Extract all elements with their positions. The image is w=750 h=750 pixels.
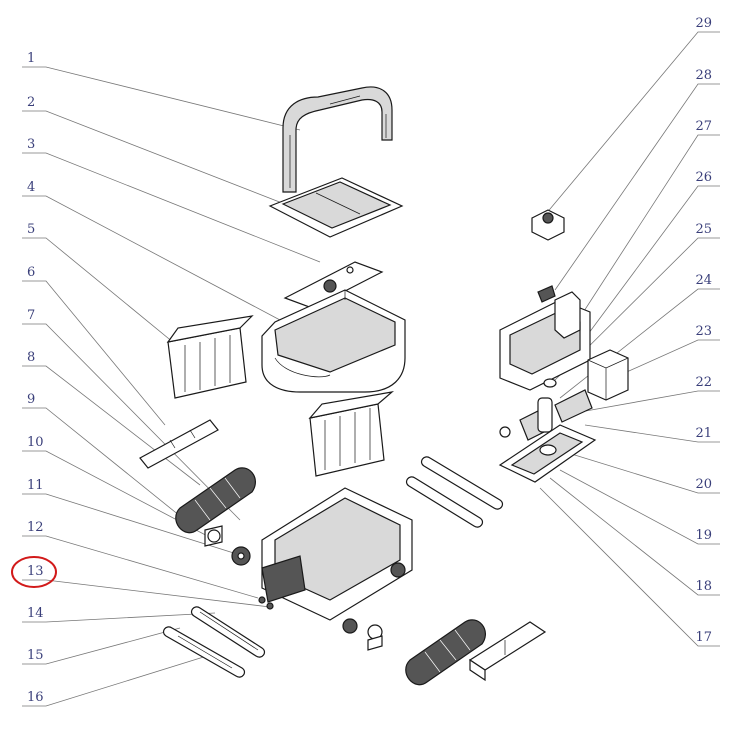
part-number-label: 13 bbox=[27, 564, 44, 579]
part-number-label: 8 bbox=[27, 350, 35, 365]
part-number-label: 3 bbox=[27, 137, 35, 152]
part-number-label: 16 bbox=[27, 690, 44, 705]
part-number-label: 1 bbox=[27, 51, 35, 66]
part-axle-left bbox=[204, 525, 223, 547]
part-number-label: 6 bbox=[27, 265, 35, 280]
part-number-label: 23 bbox=[695, 324, 712, 339]
part-deflector bbox=[139, 419, 219, 469]
part-body-shell bbox=[261, 289, 406, 393]
part-clip bbox=[537, 285, 556, 303]
part-number-label: 26 bbox=[695, 170, 712, 185]
part-electronics-box bbox=[587, 349, 629, 401]
part-motor-housing bbox=[499, 291, 591, 391]
leader-lines-left bbox=[22, 66, 321, 707]
part-number-labels-right: 29 28 27 26 25 24 23 22 21 20 19 18 17 bbox=[695, 16, 712, 645]
part-gear-left bbox=[231, 546, 251, 566]
part-axle-right bbox=[367, 624, 383, 651]
part-screw-pair bbox=[258, 596, 274, 610]
part-side-frame-left bbox=[162, 626, 246, 678]
part-number-label: 4 bbox=[27, 180, 35, 195]
part-chassis bbox=[261, 487, 413, 634]
part-top-cover bbox=[268, 177, 404, 238]
part-number-label: 20 bbox=[695, 477, 712, 492]
part-o-ring bbox=[543, 378, 557, 388]
highlight-circle bbox=[11, 556, 57, 588]
part-impeller bbox=[531, 209, 565, 241]
part-number-label: 24 bbox=[695, 273, 712, 288]
part-track-left bbox=[190, 606, 266, 658]
part-number-label: 28 bbox=[695, 68, 712, 83]
part-number-label: 9 bbox=[27, 392, 35, 407]
part-filter-basket-left bbox=[166, 315, 254, 399]
part-filter-basket-center bbox=[308, 391, 395, 477]
part-base-plate bbox=[498, 424, 597, 483]
part-number-label: 2 bbox=[27, 95, 35, 110]
part-brush-right bbox=[405, 619, 486, 686]
part-number-label: 25 bbox=[695, 222, 712, 237]
part-number-label: 29 bbox=[695, 16, 712, 31]
part-number-label: 10 bbox=[27, 435, 44, 450]
part-number-label: 12 bbox=[27, 520, 44, 535]
part-number-label: 5 bbox=[27, 222, 35, 237]
part-number-label: 15 bbox=[27, 648, 44, 663]
part-number-label: 14 bbox=[27, 606, 44, 621]
part-number-label: 11 bbox=[27, 478, 44, 493]
part-top-plate bbox=[283, 261, 384, 309]
part-number-label: 7 bbox=[27, 308, 35, 323]
part-number-label: 27 bbox=[695, 119, 712, 134]
part-motor bbox=[499, 389, 593, 441]
part-number-label: 18 bbox=[695, 579, 712, 594]
part-number-label: 17 bbox=[695, 630, 712, 645]
part-roller-bar bbox=[468, 621, 547, 682]
part-handle bbox=[282, 86, 393, 193]
part-track-right bbox=[405, 456, 504, 528]
part-number-label: 19 bbox=[695, 528, 712, 543]
part-brush-left bbox=[175, 467, 256, 534]
part-number-label: 22 bbox=[695, 375, 712, 390]
part-number-label: 21 bbox=[695, 426, 712, 441]
